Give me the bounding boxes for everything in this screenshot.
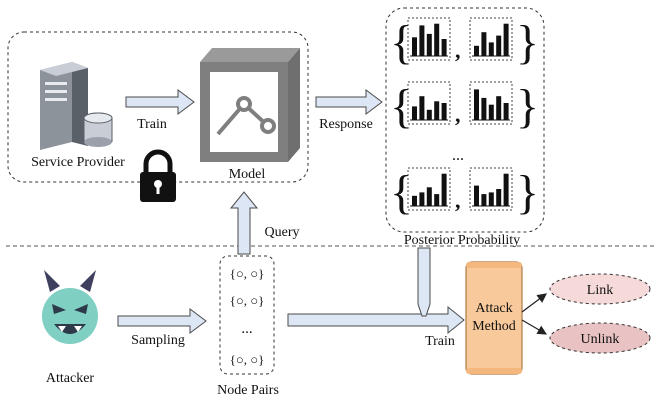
attack-method-topband (466, 262, 522, 268)
histogram-bar (412, 106, 417, 120)
histogram-bar (474, 89, 479, 120)
histogram-bar (481, 194, 487, 206)
histogram-bar (488, 192, 494, 206)
histogram-bar (481, 32, 487, 56)
attack-method-label-1: Attack (475, 301, 512, 316)
node-pair-1: {○, ○} (230, 266, 265, 281)
node-pair-3: {○, ○} (230, 352, 265, 367)
attacker-label: Attacker (46, 371, 95, 386)
service-provider-label: Service Provider (31, 155, 125, 170)
posterior-down-arrow (417, 247, 431, 317)
response-label: Response (319, 117, 373, 132)
histogram-bar (434, 194, 440, 206)
histogram-bar (426, 187, 432, 206)
histogram-bar (419, 192, 425, 206)
histogram-bar (434, 101, 440, 120)
histogram-bar (426, 33, 432, 56)
histogram-bar (488, 42, 494, 56)
train-label-bottom: Train (425, 334, 455, 349)
histogram-bar (419, 96, 425, 120)
attack-method-label-2: Method (472, 319, 516, 334)
node-pairs-ellipsis: ... (241, 321, 252, 337)
comma-separator: , (455, 38, 461, 63)
histogram-bar (496, 189, 502, 206)
link-arrow (521, 293, 547, 313)
node-pair-2: {○, ○} (230, 293, 265, 308)
posterior-ellipsis: ... (452, 147, 464, 164)
brace-left: { (390, 16, 413, 69)
lock-icon (140, 149, 176, 202)
brace-left: { (390, 166, 413, 219)
devil-face-icon (42, 270, 98, 344)
histogram-bar (503, 23, 509, 56)
histogram-bar (474, 185, 479, 206)
comma-separator: , (455, 188, 461, 213)
histogram-bar (426, 109, 432, 120)
histogram-bar (412, 37, 417, 56)
brace-right: } (516, 166, 539, 219)
train-arrow-bottom (287, 305, 465, 335)
attack-method-box (465, 261, 523, 375)
query-label: Query (265, 225, 300, 240)
brace-right: } (516, 80, 539, 133)
posterior-region (385, 7, 545, 233)
sampling-label: Sampling (131, 333, 185, 348)
model-label: Model (229, 167, 266, 182)
unlink-arrow (521, 319, 548, 335)
unlink-label: Unlink (581, 332, 620, 347)
link-oval (549, 273, 651, 305)
histogram-bar (441, 39, 447, 56)
query-arrow (229, 191, 259, 255)
graph-cube-icon (200, 48, 300, 162)
node-pairs-region (219, 255, 275, 375)
attack-method-bottomband (466, 368, 522, 374)
response-arrow (315, 89, 383, 115)
unlink-oval (549, 322, 651, 354)
sampling-arrow (117, 308, 207, 334)
histogram-bar (441, 173, 447, 206)
comma-separator: , (455, 102, 461, 127)
posterior-histograms: {,} {,} {,} (390, 16, 539, 219)
histogram-bar (441, 103, 447, 120)
histogram-bar (419, 25, 425, 56)
histogram-bar (496, 96, 502, 120)
histogram-bar (434, 23, 440, 56)
brace-right: } (516, 16, 539, 69)
histogram-bar (412, 195, 417, 206)
service-provider-region (7, 31, 309, 183)
histogram-bar (496, 35, 502, 56)
server-database-icon (40, 62, 113, 150)
histogram-bar (503, 173, 509, 206)
brace-left: { (390, 80, 413, 133)
node-pairs-label: Node Pairs (217, 383, 279, 398)
train-label-top: Train (137, 117, 167, 132)
histogram-bar (488, 104, 494, 120)
histogram-bar (481, 97, 487, 120)
train-arrow-top (125, 89, 195, 115)
posterior-probability-label: Posterior Probability (404, 233, 520, 248)
histogram-bar (503, 103, 509, 120)
histogram-bar (474, 45, 479, 56)
link-label: Link (587, 283, 613, 298)
